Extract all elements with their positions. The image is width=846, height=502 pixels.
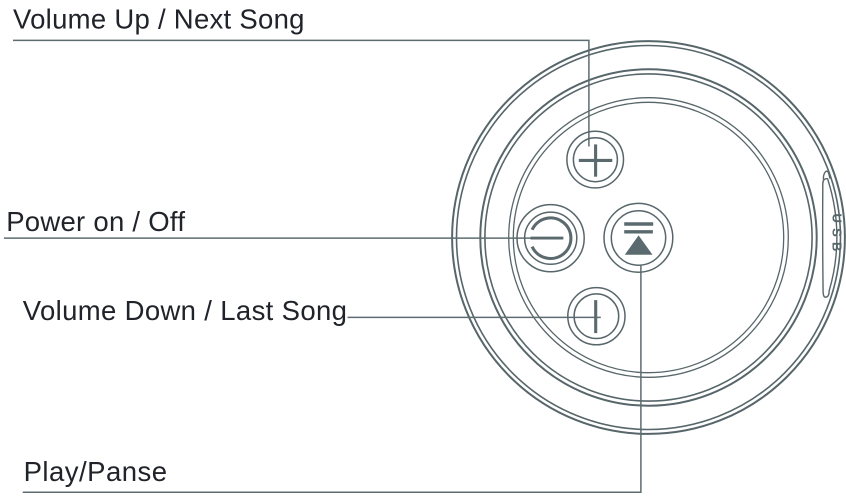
svg-text:Play/Panse: Play/Panse (24, 456, 168, 487)
svg-text:Volume Up / Next Song: Volume Up / Next Song (13, 4, 305, 35)
svg-text:USB: USB (830, 214, 845, 257)
svg-text:Power on / Off: Power on / Off (6, 206, 185, 237)
svg-text:Volume Down / Last Song: Volume Down / Last Song (23, 295, 348, 326)
